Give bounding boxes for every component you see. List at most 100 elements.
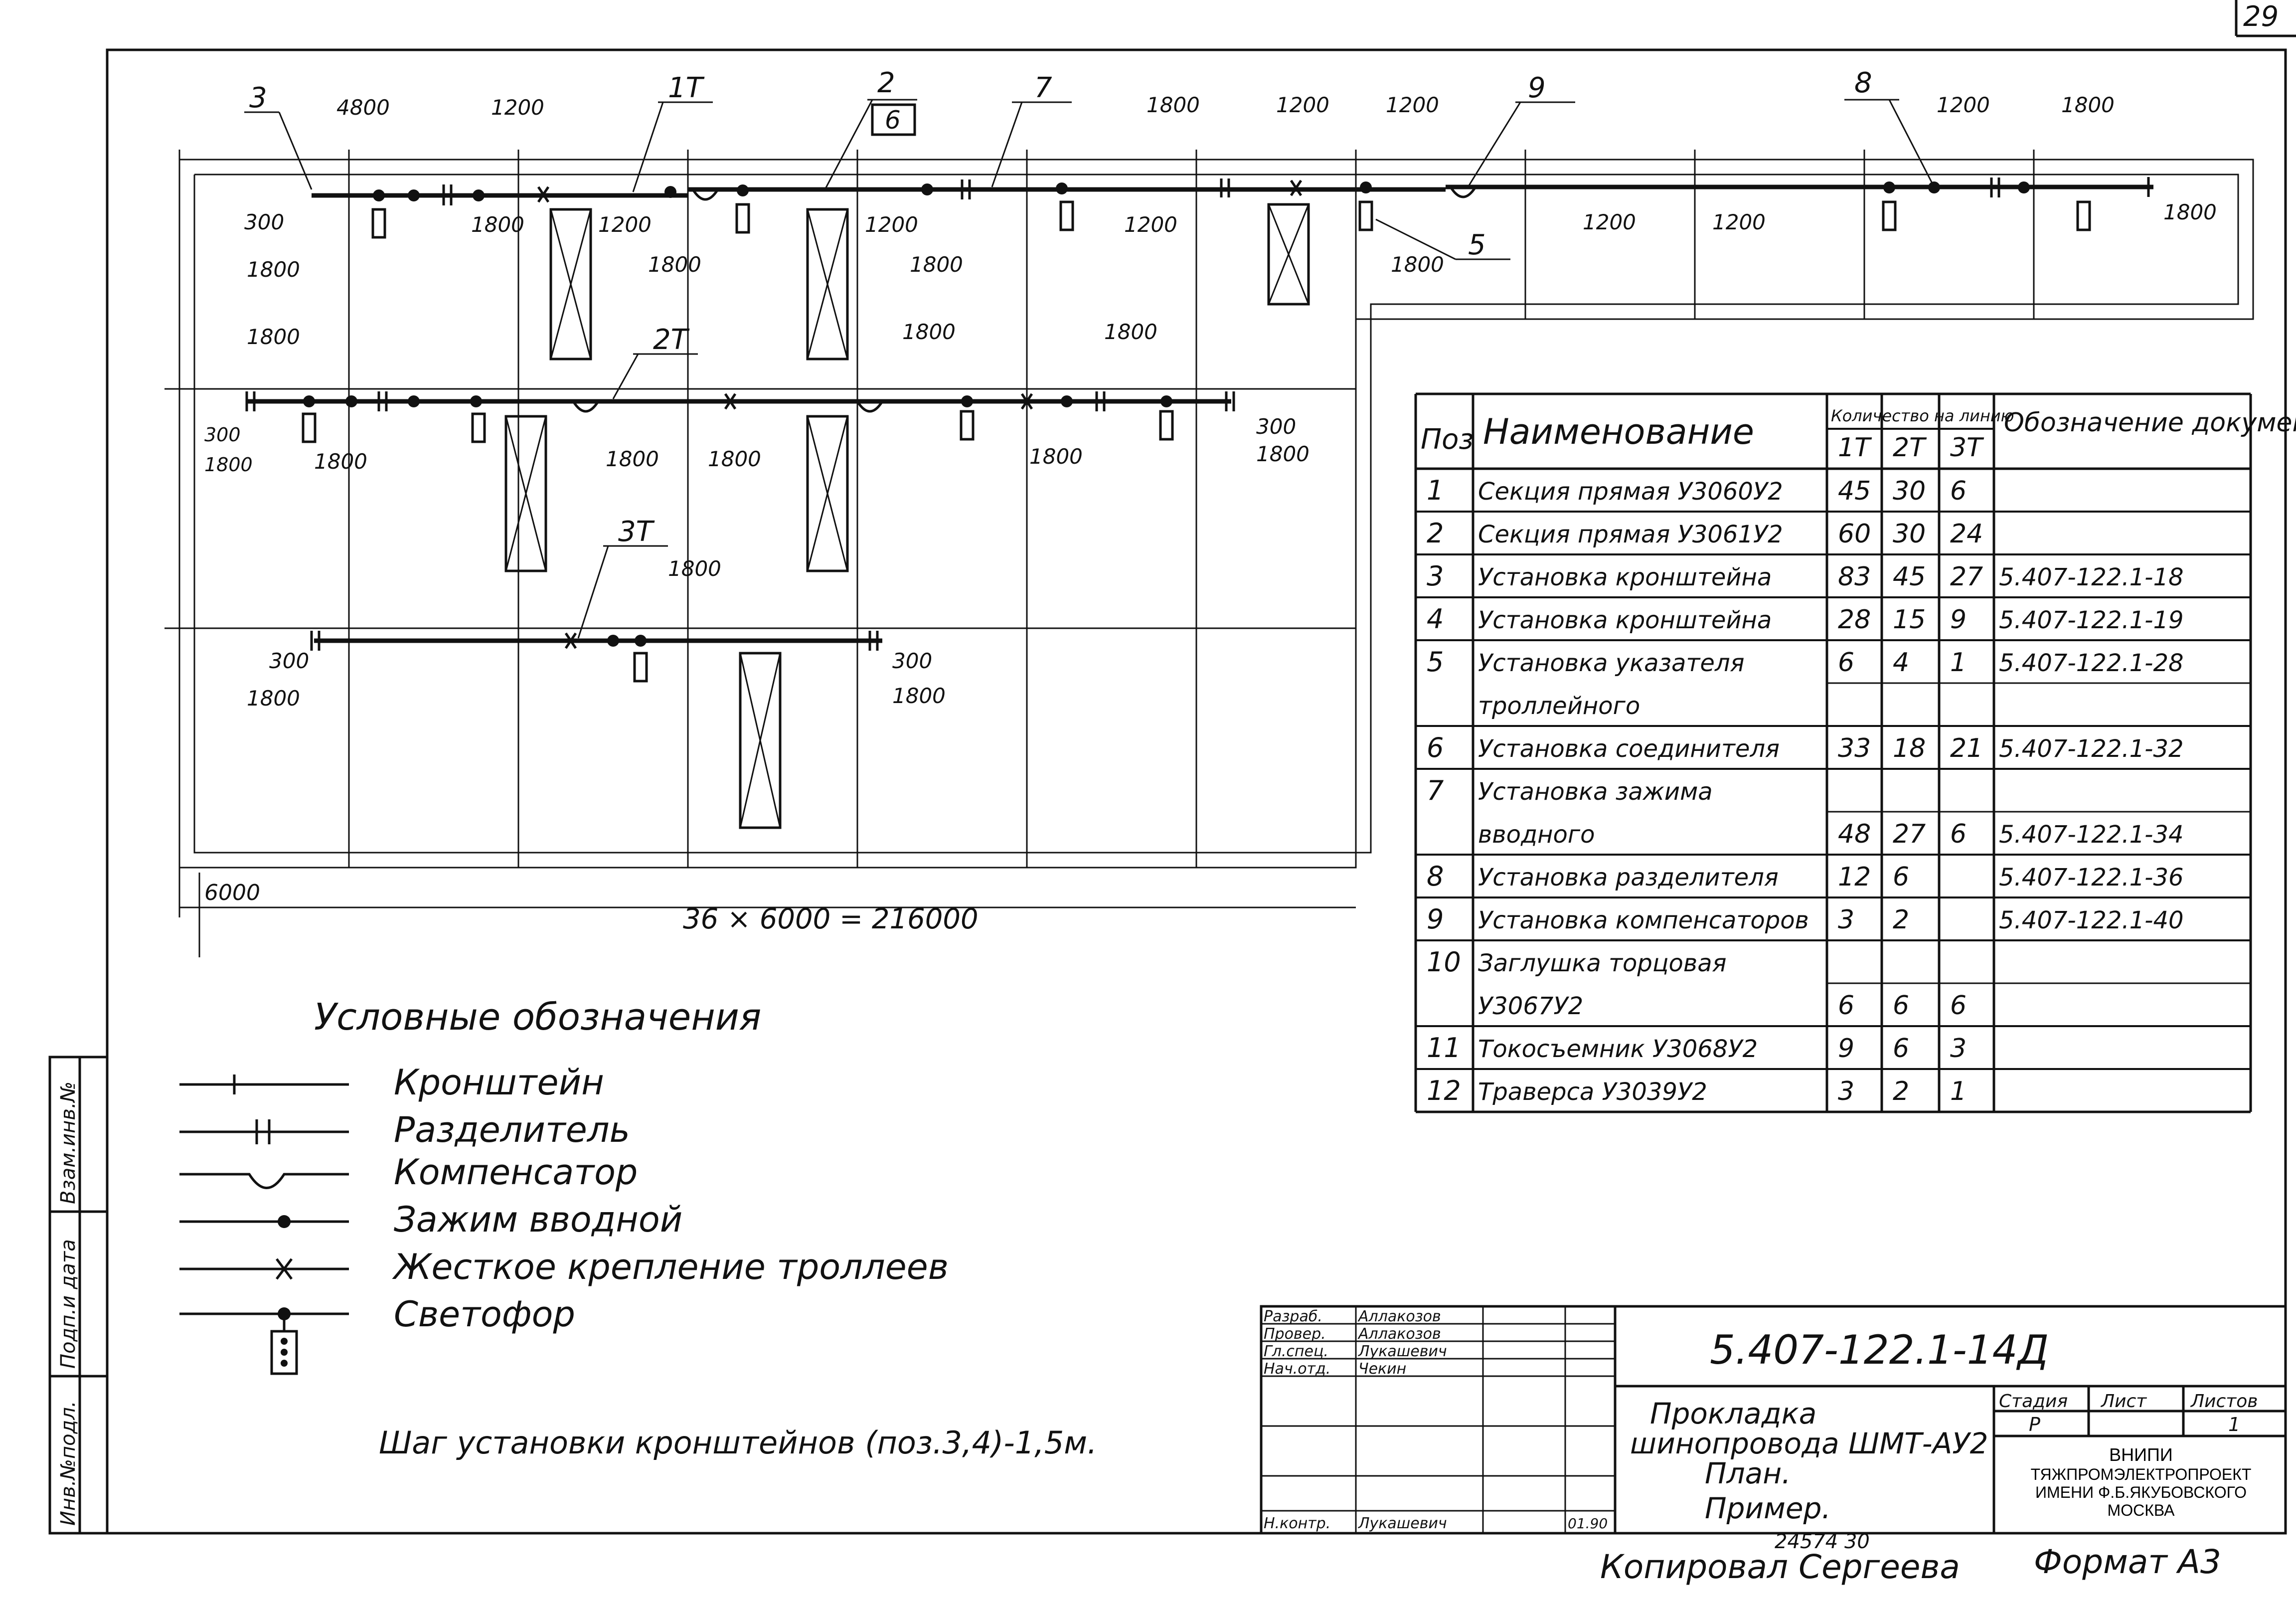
table-cell-qty: 9: [1838, 1034, 1854, 1064]
table-header-pos: Поз: [1421, 423, 1474, 456]
table-cell-qty: 48: [1838, 819, 1871, 849]
floor-openings: [504, 203, 1310, 829]
legend-label: Светофор: [394, 1294, 575, 1335]
table-header-line: 1Т: [1838, 433, 1872, 463]
input-clamp-icon: [2018, 181, 2030, 193]
svg-text:300: 300: [244, 210, 284, 234]
svg-text:1800: 1800: [606, 447, 659, 471]
callout-label: 9: [1528, 72, 1546, 104]
table-cell-qty: 30: [1893, 519, 1926, 549]
input-clamp-icon: [921, 183, 933, 195]
table-cell-name: Установка кронштейна: [1478, 563, 1772, 591]
table-cell-qty: 15: [1893, 605, 1926, 635]
role-label: Разраб.: [1264, 1308, 1322, 1325]
role-name: Аллакозов: [1357, 1308, 1441, 1325]
table-cell-name: Секция прямая У3060У2: [1478, 478, 1783, 506]
side-stamp-label: Взам.инв.№: [57, 1081, 80, 1204]
busway-line-2t: [245, 391, 1235, 413]
svg-text:1800: 1800: [471, 212, 524, 237]
input-clamp-icon: [408, 395, 420, 407]
drawing-title-line: План.: [1705, 1456, 1791, 1490]
stage-header: Стадия: [1999, 1391, 2068, 1412]
table-cell-pos: 7: [1427, 775, 1444, 806]
table-cell-name: Установка компенсаторов: [1478, 906, 1809, 934]
role-name: Чекин: [1358, 1360, 1406, 1378]
role-label: Н.контр.: [1264, 1515, 1330, 1532]
table-cell-qty: 3: [1838, 905, 1854, 935]
table-cell-pos: 3: [1427, 560, 1444, 592]
table-cell-qty: 6: [1893, 862, 1909, 892]
drawing-title-line: Прокладка: [1650, 1397, 1816, 1430]
table-cell-doc: 5.407-122.1-40: [1999, 906, 2184, 934]
table-cell-qty: 1: [1950, 648, 1967, 678]
table-cell-qty: 1: [1950, 1076, 1967, 1106]
callout-label: 3: [249, 82, 267, 114]
svg-text:1800: 1800: [314, 449, 367, 474]
svg-text:1800: 1800: [247, 257, 300, 282]
callout-box: [871, 103, 916, 136]
svg-text:1800: 1800: [1147, 93, 1200, 117]
legend-symbols: [179, 1074, 349, 1375]
table-cell-qty: 45: [1838, 476, 1871, 506]
org-line: ВНИПИ: [2109, 1444, 2173, 1465]
table-header-doc: Обозначение документа: [2004, 408, 2296, 438]
table-cell-doc: 5.407-122.1-34: [1999, 821, 2184, 849]
table-cell-name: Траверса У3039У2: [1478, 1078, 1707, 1106]
svg-text:1200: 1200: [1386, 93, 1439, 117]
input-clamp-icon: [373, 189, 385, 201]
svg-text:1800: 1800: [1391, 252, 1444, 277]
left-dimension: 6000: [204, 880, 260, 905]
table-cell-qty: 27: [1893, 819, 1926, 849]
input-clamp-icon: [961, 395, 973, 407]
svg-text:300: 300: [892, 649, 932, 673]
input-clamp-icon: [303, 395, 315, 407]
table-cell-doc: 5.407-122.1-28: [1999, 649, 2184, 677]
svg-text:1200: 1200: [491, 95, 544, 120]
org-line: ИМЕНИ Ф.Б.ЯКУБОВСКОГО: [2035, 1483, 2247, 1501]
table-cell-qty: 27: [1950, 562, 1983, 592]
callout-label: 6: [885, 106, 901, 135]
callout-label: 8: [1854, 67, 1872, 99]
table-cell-name: Установка разделителя: [1478, 864, 1779, 892]
table-cell-name: У3067У2: [1478, 992, 1583, 1020]
input-clamp-icon: [345, 395, 357, 407]
compensator-icon: [179, 1173, 349, 1189]
table-cell-doc: 5.407-122.1-19: [1999, 606, 2184, 634]
table-cell-qty: 30: [1893, 476, 1926, 506]
table-cell-qty: 60: [1838, 519, 1871, 549]
role-name: Лукашевич: [1358, 1515, 1447, 1532]
table-cell-name: Установка кронштейна: [1478, 606, 1772, 634]
role-label: Нач.отд.: [1264, 1360, 1330, 1378]
drawing-title-line: Пример.: [1705, 1491, 1831, 1525]
table-cell-pos: 5: [1427, 646, 1444, 678]
svg-text:1800: 1800: [2061, 93, 2115, 117]
column-grid: [178, 150, 2035, 917]
input-clamp-icon: [737, 184, 749, 196]
table-cell-pos: 8: [1427, 861, 1444, 892]
svg-text:4800: 4800: [336, 95, 390, 120]
table-cell-qty: 6: [1950, 991, 1967, 1021]
table-cell-name: троллейного: [1478, 692, 1640, 720]
input-clamp-icon: [473, 189, 485, 201]
table-cell-qty: 2: [1893, 1076, 1909, 1106]
svg-text:1800: 1800: [1029, 444, 1083, 469]
table-cell-qty: 18: [1893, 733, 1926, 763]
table-cell-qty: 6: [1893, 1034, 1909, 1064]
bracket-pitch-note: Шаг установки кронштейнов (поз.3,4)-1,5м…: [379, 1425, 1097, 1461]
order-number: 24574 30: [1775, 1530, 1870, 1553]
approval-date: 01.90: [1568, 1515, 1608, 1532]
table-cell-name: вводного: [1478, 821, 1595, 849]
callout-label: 3T: [618, 516, 655, 548]
svg-text:1200: 1200: [1712, 210, 1766, 234]
legend-label: Зажим вводной: [394, 1199, 682, 1240]
table-cell-qty: 6: [1838, 991, 1854, 1021]
callout-label: 5: [1468, 229, 1486, 261]
paper-format: Формат А3: [2034, 1543, 2221, 1581]
table-cell-pos: 1: [1427, 475, 1444, 506]
table-cell-qty: 83: [1838, 562, 1871, 592]
table-cell-pos: 6: [1427, 732, 1444, 763]
drawing-designation: 5.407-122.1-14Д: [1710, 1327, 2049, 1373]
busway-line-1t: [312, 177, 2153, 205]
input-clamp-icon: [1056, 182, 1068, 194]
table-cell-name: Заглушка торцовая: [1478, 949, 1727, 977]
